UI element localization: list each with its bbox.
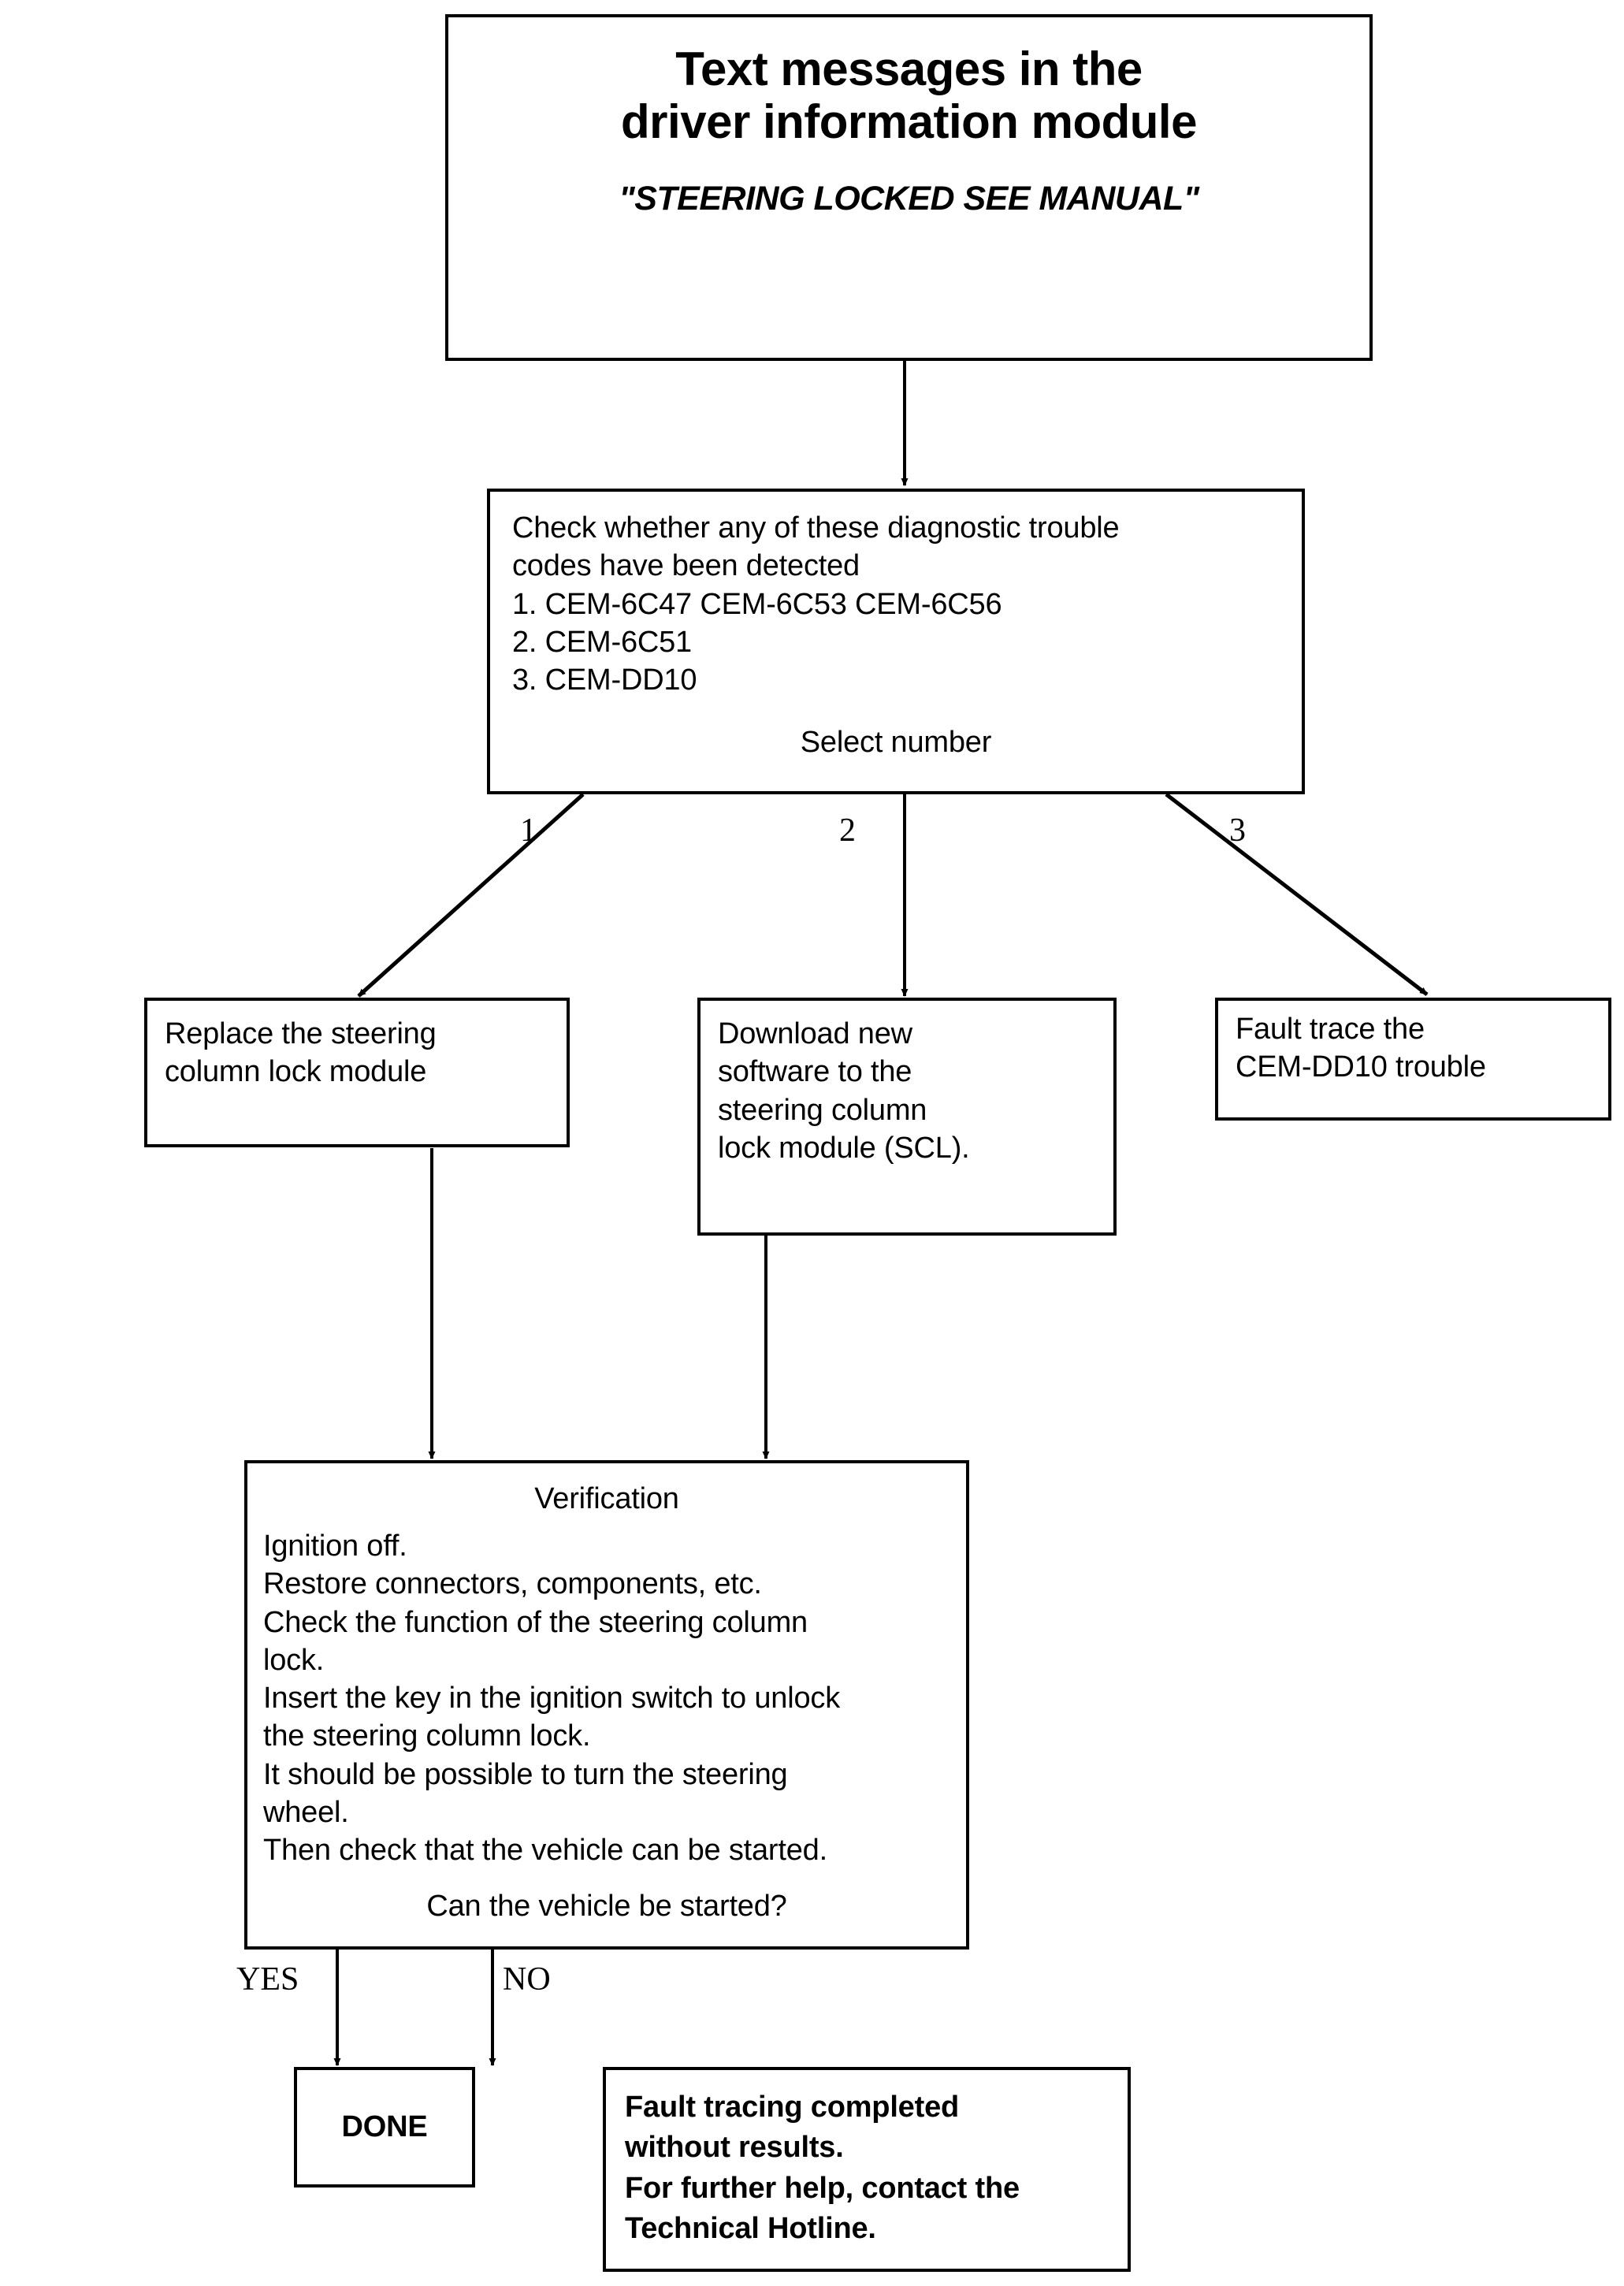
codes-select-prompt: Select number <box>800 726 992 760</box>
codes-option-2: 2. CEM-6C51 <box>512 625 692 659</box>
hotline-line-2: without results. <box>625 2131 844 2165</box>
codes-prompt-line-1: Check whether any of these diagnostic tr… <box>512 511 1120 545</box>
hotline-line-1: Fault tracing completed <box>625 2091 960 2124</box>
done-label: DONE <box>341 2110 428 2143</box>
node-replace-scl: Replace the steering column lock module <box>144 998 570 1147</box>
verification-line-4: lock. <box>263 1643 325 1677</box>
branch-label-yes: YES <box>236 1961 299 1998</box>
node-done: DONE <box>294 2067 475 2187</box>
branch-label-1: 1 <box>520 812 537 849</box>
node-verification: Verification Ignition off. Restore conne… <box>244 1460 969 1950</box>
download-line-4: lock module (SCL). <box>718 1131 970 1165</box>
branch-label-no: NO <box>503 1961 551 1998</box>
node-download-software: Download new software to the steering co… <box>697 998 1117 1236</box>
codes-option-3: 3. CEM-DD10 <box>512 663 697 697</box>
verification-line-5: Insert the key in the ignition switch to… <box>263 1682 840 1715</box>
verification-line-3: Check the function of the steering colum… <box>263 1605 808 1639</box>
title-line-1: Text messages in the <box>675 43 1143 95</box>
node-check-codes: Check whether any of these diagnostic tr… <box>487 489 1305 794</box>
fault-trace-line-2: CEM-DD10 trouble <box>1236 1050 1486 1084</box>
replace-line-2: column lock module <box>165 1055 427 1089</box>
connector-codes-to-replace <box>357 793 585 998</box>
codes-option-1: 1. CEM-6C47 CEM-6C53 CEM-6C56 <box>512 587 1002 621</box>
hotline-line-3: For further help, contact the <box>625 2171 1020 2205</box>
download-line-3: steering column <box>718 1093 927 1127</box>
verification-line-9: Then check that the vehicle can be start… <box>263 1834 827 1867</box>
node-title: Text messages in the driver information … <box>445 14 1373 361</box>
fault-trace-line-1: Fault trace the <box>1236 1013 1425 1046</box>
node-fault-trace: Fault trace the CEM-DD10 trouble <box>1215 998 1611 1121</box>
title-line-2: driver information module <box>621 95 1197 149</box>
verification-line-6: the steering column lock. <box>263 1719 591 1753</box>
verification-line-7: It should be possible to turn the steeri… <box>263 1757 788 1791</box>
verification-line-2: Restore connectors, components, etc. <box>263 1567 762 1601</box>
replace-line-1: Replace the steering <box>165 1017 437 1050</box>
title-subtitle: "STEERING LOCKED SEE MANUAL" <box>619 180 1199 218</box>
node-hotline: Fault tracing completed without results.… <box>603 2067 1131 2272</box>
branch-label-2: 2 <box>839 812 856 849</box>
verification-line-8: wheel. <box>263 1795 349 1829</box>
verification-question: Can the vehicle be started? <box>426 1890 787 1924</box>
connector-codes-to-faulttrace <box>1165 793 1429 996</box>
download-line-2: software to the <box>718 1055 912 1089</box>
verification-heading: Verification <box>534 1482 679 1515</box>
verification-line-1: Ignition off. <box>263 1530 407 1563</box>
download-line-1: Download new <box>718 1017 912 1050</box>
hotline-line-4: Technical Hotline. <box>625 2211 876 2245</box>
branch-label-3: 3 <box>1229 812 1246 849</box>
codes-prompt-line-2: codes have been detected <box>512 549 860 583</box>
